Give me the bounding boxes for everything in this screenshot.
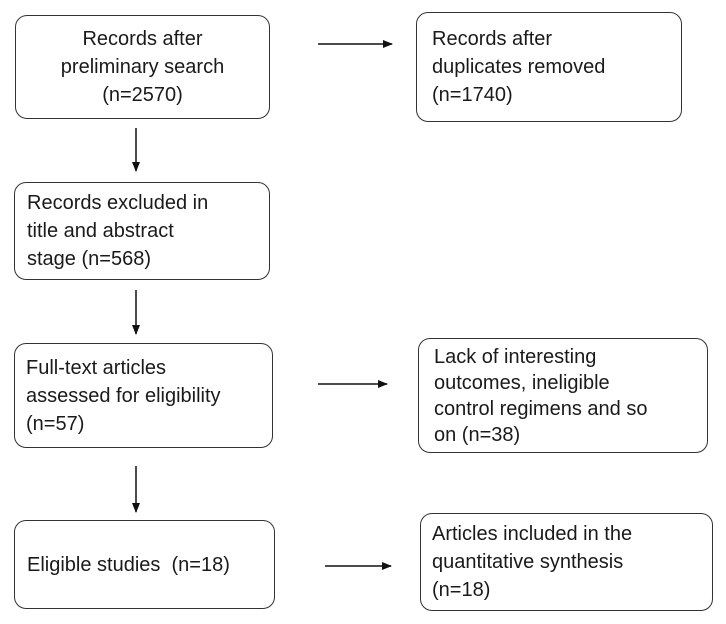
box-line: Eligible studies (n=18): [27, 553, 230, 576]
box-line: on (n=38): [434, 423, 521, 446]
box-lack-of-interesting-outcomes: Lack of interesting outcomes, ineligible…: [418, 338, 708, 453]
box-line: preliminary search: [60, 56, 225, 78]
box-full-text-articles: Full-text articles assessed for eligibil…: [14, 343, 273, 448]
box-line: title and abstract: [27, 220, 174, 242]
box-line: stage (n=568): [27, 248, 151, 270]
box-line: quantitative synthesis: [432, 551, 624, 573]
box-records-after-preliminary-search: Records after preliminary search (n=2570…: [15, 15, 270, 119]
box-line: control regimens and so: [434, 397, 648, 420]
box-line: Records after: [432, 28, 553, 50]
box-line: (n=57): [26, 412, 85, 435]
box-line: (n=18): [432, 579, 491, 601]
box-line: duplicates removed: [432, 56, 606, 78]
box-records-excluded: Records excluded in title and abstract s…: [14, 182, 270, 280]
box-line: outcomes, ineligible: [434, 371, 610, 394]
box-line: Records after: [82, 28, 203, 50]
box-eligible-studies: Eligible studies (n=18): [14, 520, 275, 609]
box-records-after-duplicates-removed: Records after duplicates removed (n=1740…: [416, 12, 682, 122]
box-line: assessed for eligibility: [26, 384, 221, 407]
box-line: Lack of interesting: [434, 345, 597, 368]
box-line: (n=1740): [432, 84, 513, 106]
box-line: Records excluded in: [27, 192, 209, 214]
box-line: Articles included in the: [432, 523, 633, 545]
box-articles-included: Articles included in the quantitative sy…: [420, 513, 713, 611]
box-line: (n=2570): [102, 84, 183, 106]
box-line: Full-text articles: [26, 356, 167, 379]
